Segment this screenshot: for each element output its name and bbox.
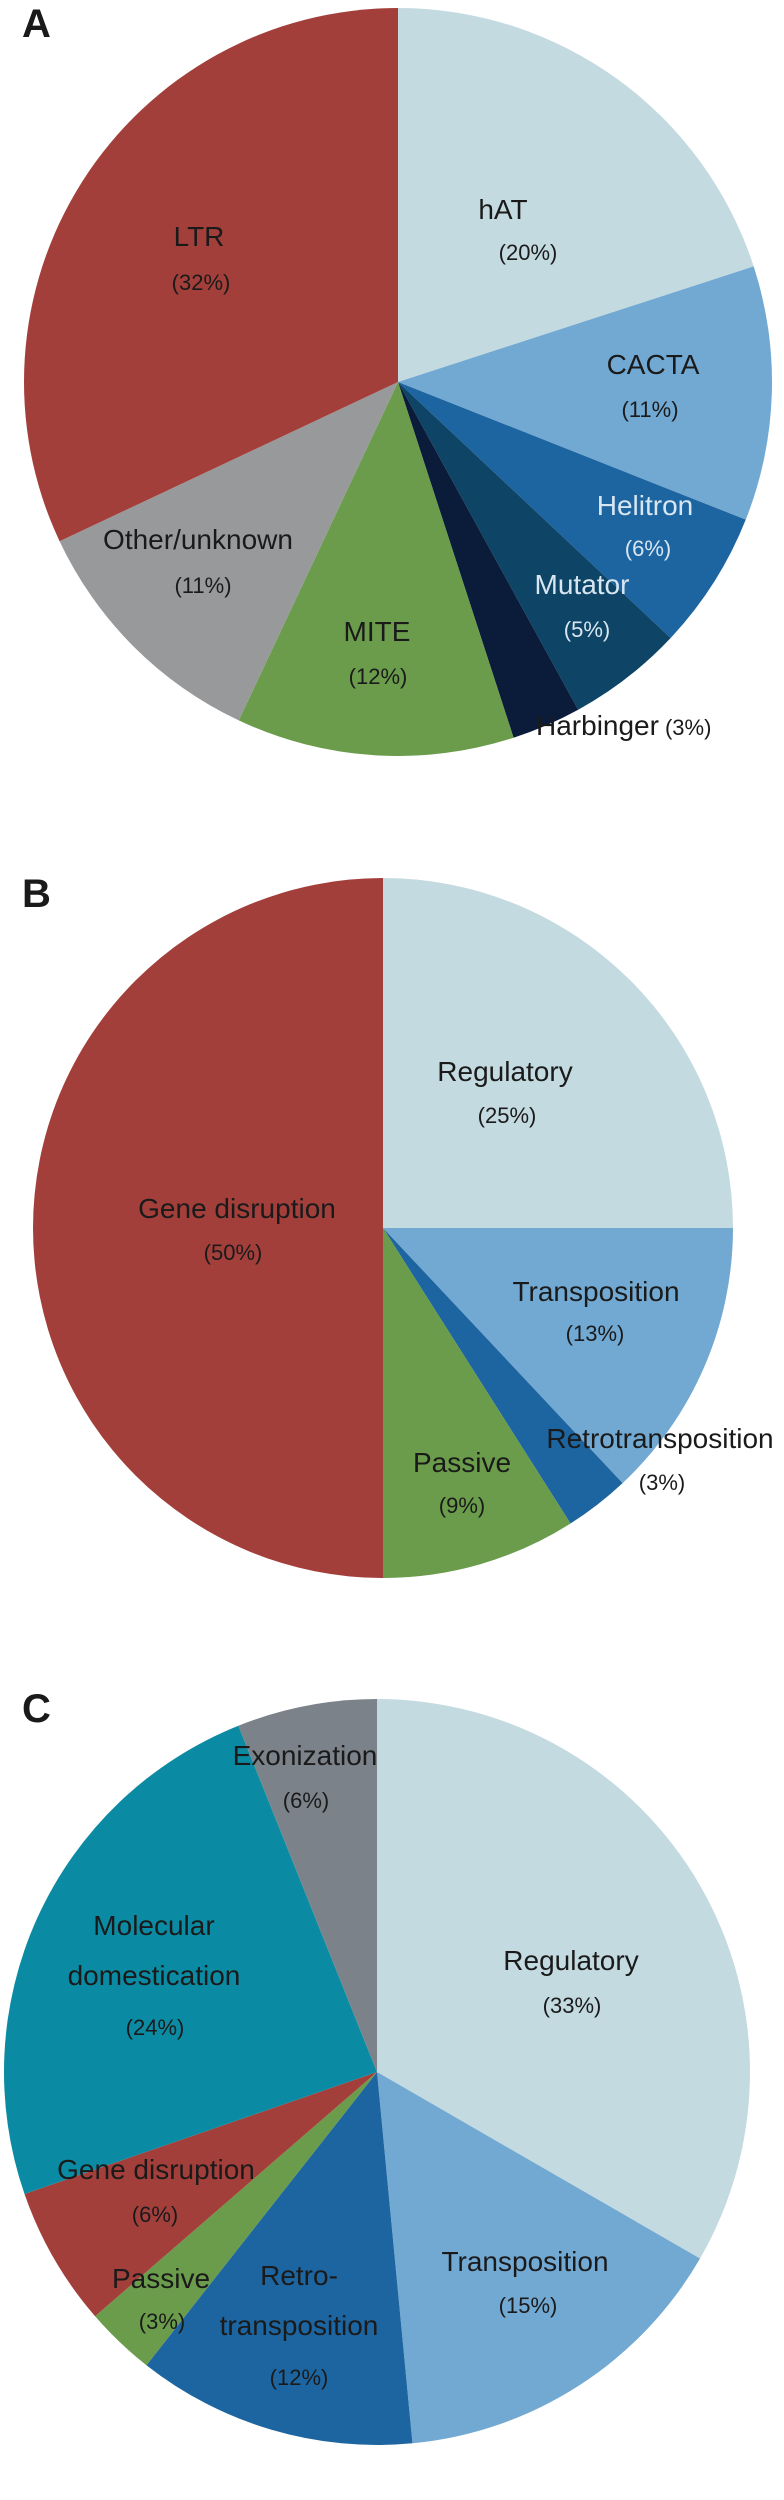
pie-slice xyxy=(59,382,399,721)
pie-slice xyxy=(383,1228,571,1578)
pie-slice xyxy=(238,382,514,757)
panel-letter: A xyxy=(22,2,51,46)
slice-percent-label: (6%) xyxy=(132,2202,178,2227)
panel-a: A hAT (20%) CACTA (11%) Helitron (6%) Mutator (… xyxy=(0,0,784,815)
slice-percent-label: (3%) xyxy=(139,2309,185,2334)
slice-percent-label: (9%) xyxy=(439,1493,485,1518)
slice-percent-label: (11%) xyxy=(621,397,678,422)
pie-slice xyxy=(398,382,671,710)
panel-c: C Regulatory (33%) Transposition (15%) Retro… xyxy=(0,1685,784,2500)
pie-slice xyxy=(24,2072,377,2317)
slice-label: Harbinger(3%) xyxy=(536,710,711,741)
pie-chart-c: Regulatory (33%) Transposition (15%) Retro-t… xyxy=(3,1699,751,2445)
panel-b: B Regulatory (25%) Transposition (13%) Retro… xyxy=(0,870,784,1685)
pie-slice xyxy=(146,2072,413,2445)
slice-percent-label: (20%) xyxy=(499,240,558,265)
pie-slice xyxy=(398,382,579,738)
pie-slice xyxy=(383,1228,733,1484)
slice-label: Helitron xyxy=(597,490,693,521)
slice-label: Transposition xyxy=(441,2246,608,2277)
slice-label: Passive xyxy=(112,2263,210,2294)
pie-slice xyxy=(3,1725,378,2194)
slice-label: Exonization xyxy=(233,1740,378,1771)
pie-slice xyxy=(95,2072,378,2366)
pie-slice xyxy=(238,1699,377,2072)
pie-slice xyxy=(377,2072,701,2444)
slice-percent-label: (3%) xyxy=(639,1470,685,1495)
panel-letter: B xyxy=(22,872,51,916)
slice-label: Retrotransposition xyxy=(546,1423,773,1454)
slice-label: Other/unknown xyxy=(103,524,293,555)
slice-label: LTR xyxy=(174,221,225,252)
slice-label: hAT xyxy=(478,194,527,225)
pie-slice xyxy=(383,878,733,1228)
slice-label: Regulatory xyxy=(437,1056,572,1087)
slice-percent-label: (11%) xyxy=(174,573,231,598)
slice-percent-label: (12%) xyxy=(270,2365,329,2390)
pie-slice xyxy=(23,8,399,542)
slice-percent-label: (32%) xyxy=(172,270,231,295)
slice-label: MITE xyxy=(344,616,411,647)
slice-percent-label: (12%) xyxy=(349,664,408,689)
slice-percent-label: (5%) xyxy=(564,617,610,642)
slice-label: Passive xyxy=(413,1447,511,1478)
slice-label: Transposition xyxy=(512,1276,679,1307)
slice-percent-label: (25%) xyxy=(478,1103,537,1128)
pie-chart-b: Regulatory (25%) Transposition (13%) Retrotr… xyxy=(33,878,774,1578)
pie-slice xyxy=(398,266,773,520)
pie-slice xyxy=(377,1699,751,2259)
panel-letter: C xyxy=(22,1687,51,1731)
slice-label: Mutator xyxy=(535,569,630,600)
pie-chart-a: hAT (20%) CACTA (11%) Helitron (6%) Mutator (5%… xyxy=(23,8,773,757)
slice-label: Retro-transposition xyxy=(220,2260,379,2341)
pie-slice xyxy=(398,8,754,382)
slice-percent-label: (6%) xyxy=(625,536,671,561)
slice-percent-label: (50%) xyxy=(204,1240,263,1265)
slice-percent-label: (24%) xyxy=(126,2015,185,2040)
slice-label: CACTA xyxy=(607,349,700,380)
pie-slice xyxy=(383,1228,623,1524)
slice-label: Gene disruption xyxy=(57,2154,255,2185)
slice-label: Gene disruption xyxy=(138,1193,336,1224)
pie-slice xyxy=(398,382,746,639)
pie-slice xyxy=(33,878,383,1578)
slice-percent-label: (6%) xyxy=(283,1788,329,1813)
slice-percent-label: (33%) xyxy=(543,1993,602,2018)
slice-percent-label: (15%) xyxy=(499,2293,558,2318)
slice-percent-label: (13%) xyxy=(566,1321,625,1346)
slice-label: Regulatory xyxy=(503,1945,638,1976)
